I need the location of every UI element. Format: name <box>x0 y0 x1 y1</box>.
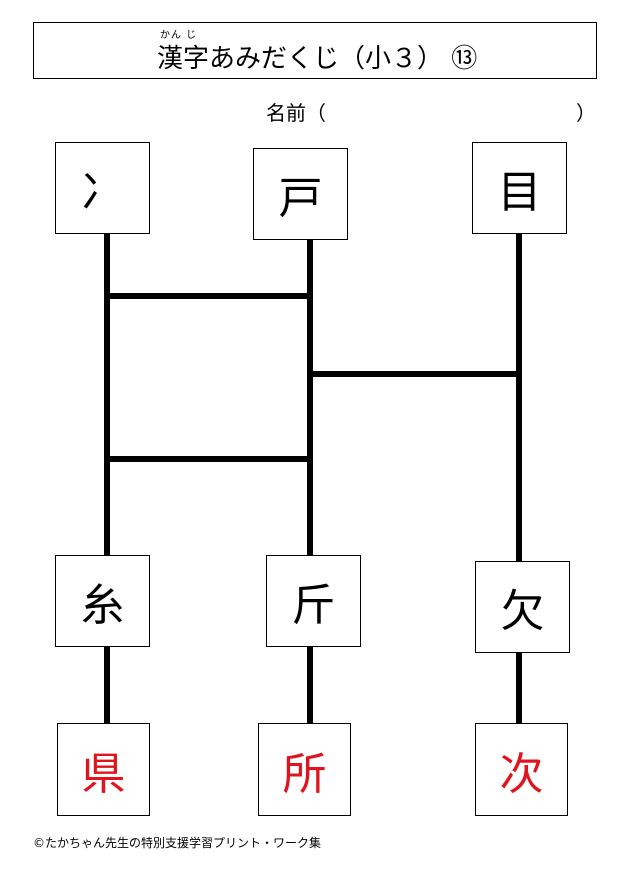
amida-rung-3 <box>104 456 313 462</box>
copyright-footer: ©たかちゃん先生の特別支援学習プリント・ワーク集 <box>33 836 322 850</box>
name-close-paren: ） <box>576 101 596 125</box>
answer-box-3[interactable]: 次 <box>475 723 568 816</box>
name-label: 名前（ <box>266 101 326 125</box>
answer-box-2[interactable]: 所 <box>258 723 351 816</box>
answer-1: 県 <box>81 748 126 800</box>
answer-box-1[interactable]: 県 <box>57 723 150 816</box>
top-part-1: 冫 <box>80 167 125 218</box>
amida-rung-1 <box>104 293 313 299</box>
top-part-2: 戸 <box>278 173 323 224</box>
amida-vertical-line-2 <box>307 240 313 724</box>
amida-vertical-line-3 <box>516 232 522 724</box>
bottom-part-box-1: 糸 <box>55 555 150 647</box>
top-part-box-3: 目 <box>472 142 567 234</box>
title-box <box>33 22 597 79</box>
bottom-part-box-3: 欠 <box>475 561 570 653</box>
bottom-part-box-2: 斤 <box>266 555 361 647</box>
bottom-part-3: 欠 <box>500 586 545 637</box>
amida-rung-2 <box>307 371 522 377</box>
bottom-part-2: 斤 <box>291 580 336 631</box>
page-title: 漢字あみだくじ（小３） ⑬ <box>157 44 478 74</box>
top-part-box-2: 戸 <box>253 148 348 240</box>
title-ruby: かん じ <box>160 30 198 41</box>
bottom-part-1: 糸 <box>80 580 125 631</box>
top-part-box-1: 冫 <box>55 142 150 234</box>
top-part-3: 目 <box>497 167 542 218</box>
answer-3: 次 <box>499 748 544 800</box>
amida-vertical-line-1 <box>104 232 110 724</box>
answer-2: 所 <box>282 748 327 800</box>
